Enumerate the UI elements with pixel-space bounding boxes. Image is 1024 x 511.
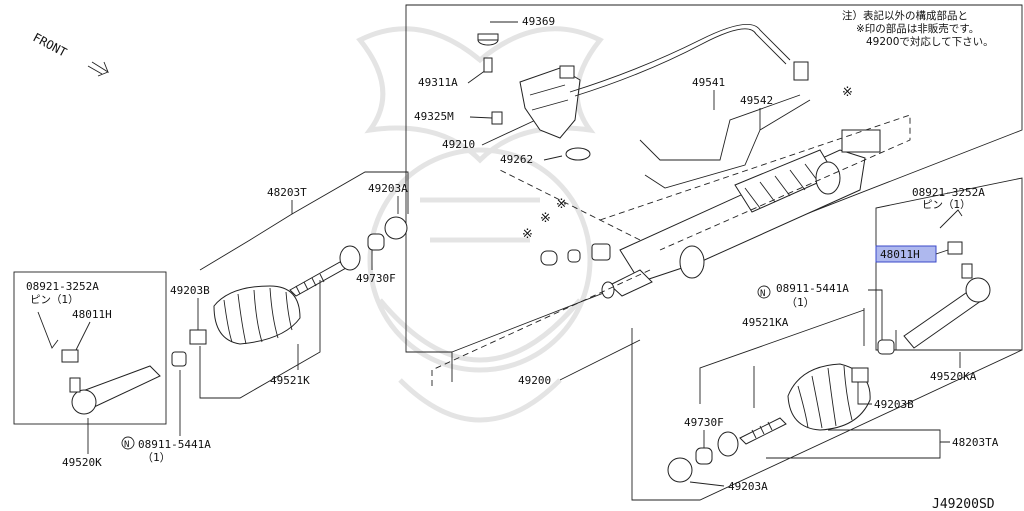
label-08921-left: 08921-3252A	[26, 280, 99, 293]
nut-08911-right	[877, 339, 895, 355]
pin-left: ピン（1）	[30, 294, 79, 306]
kome-mark-1: ※	[842, 85, 853, 100]
label-49541: 49541	[692, 76, 725, 89]
label-08921-right: 08921-3252A	[912, 186, 985, 199]
label-49369: 49369	[522, 15, 555, 28]
cotter-pin-right	[939, 209, 963, 229]
note-line-2: ※印の部品は非販売です。	[856, 22, 979, 35]
label-49520KA: 49520KA	[930, 370, 977, 383]
ring-49203A-bottom	[667, 457, 693, 483]
cotter-pin-left	[37, 311, 59, 349]
label-49520K: 49520K	[62, 456, 102, 469]
oring-49262	[565, 147, 591, 161]
ring-49203A-top	[384, 216, 408, 240]
label-48203T: 48203T	[267, 186, 307, 199]
n-symbol-right: N	[760, 289, 765, 299]
watermark-emblem	[356, 26, 604, 423]
pin-right: ピン（1）	[922, 199, 971, 211]
insulator-part	[591, 243, 611, 261]
label-49203A-top: 49203A	[368, 182, 408, 195]
label-49521K: 49521K	[270, 374, 310, 387]
tie-rod-inner-left	[289, 245, 361, 297]
label-49200: 49200	[518, 374, 551, 387]
nut-48011H-left	[61, 349, 79, 363]
bolt-49311A	[483, 57, 493, 73]
label-49203B-right: 49203B	[874, 398, 914, 411]
rack-assembly-outline	[405, 4, 1023, 382]
label-48011H-right: 48011H	[880, 248, 920, 261]
kome-mark-4: ※	[556, 197, 567, 212]
clamp-49203B-left	[189, 329, 207, 345]
note-block: 注）表記以外の構成部品と ※印の部品は非販売です。 49200で対応して下さい。	[842, 9, 994, 48]
kome-mark-2: ※	[522, 227, 533, 242]
front-label: FRONT	[31, 30, 69, 59]
diagram-code: J49200SD	[932, 497, 995, 511]
label-49730F-right: 49730F	[684, 416, 724, 429]
label-49203A-bottom: 49203A	[728, 480, 768, 493]
spring-part	[567, 249, 581, 263]
label-49521KA: 49521KA	[742, 316, 789, 329]
fitting-49325M	[491, 111, 503, 125]
cap-49369	[477, 33, 499, 46]
clamp-49203B-right	[851, 367, 869, 383]
front-arrow-icon	[91, 61, 109, 77]
nut-08911-left	[171, 351, 187, 367]
label-49325M: 49325M	[414, 110, 454, 123]
valve-housing-49210	[519, 65, 581, 139]
label-49730F-left: 49730F	[356, 272, 396, 285]
label-49311A: 49311A	[418, 76, 458, 89]
tie-rod-inner-right	[717, 417, 787, 457]
qty-left: （1）	[142, 451, 171, 464]
kome-mark-3: ※	[540, 211, 551, 226]
washer-49730F-left	[367, 233, 385, 251]
label-08911-left: 08911-5441A	[138, 438, 211, 451]
hose-fitting	[793, 61, 809, 81]
washer-49730F-right	[695, 447, 713, 465]
left-tie-rod-end-box	[13, 271, 167, 425]
front-direction-indicator: FRONT	[31, 30, 109, 77]
label-49262: 49262	[500, 153, 533, 166]
qty-right: （1）	[786, 296, 815, 309]
note-line-1: 注）表記以外の構成部品と	[842, 9, 968, 22]
boot-48203TA-right	[787, 363, 871, 431]
label-08911-right: 08911-5441A	[776, 282, 849, 295]
label-49203B-left: 49203B	[170, 284, 210, 297]
n-symbol-left: N	[124, 440, 129, 450]
note-line-3: 49200で対応して下さい。	[866, 35, 994, 48]
label-49210: 49210	[442, 138, 475, 151]
label-48011H-left: 48011H	[72, 308, 112, 321]
nut-48011H-right	[947, 241, 963, 255]
rack-body-49200	[601, 129, 881, 299]
label-49542: 49542	[740, 94, 773, 107]
label-48203TA: 48203TA	[952, 436, 999, 449]
bushing-part	[540, 250, 558, 266]
boot-48203T-left	[213, 285, 301, 345]
